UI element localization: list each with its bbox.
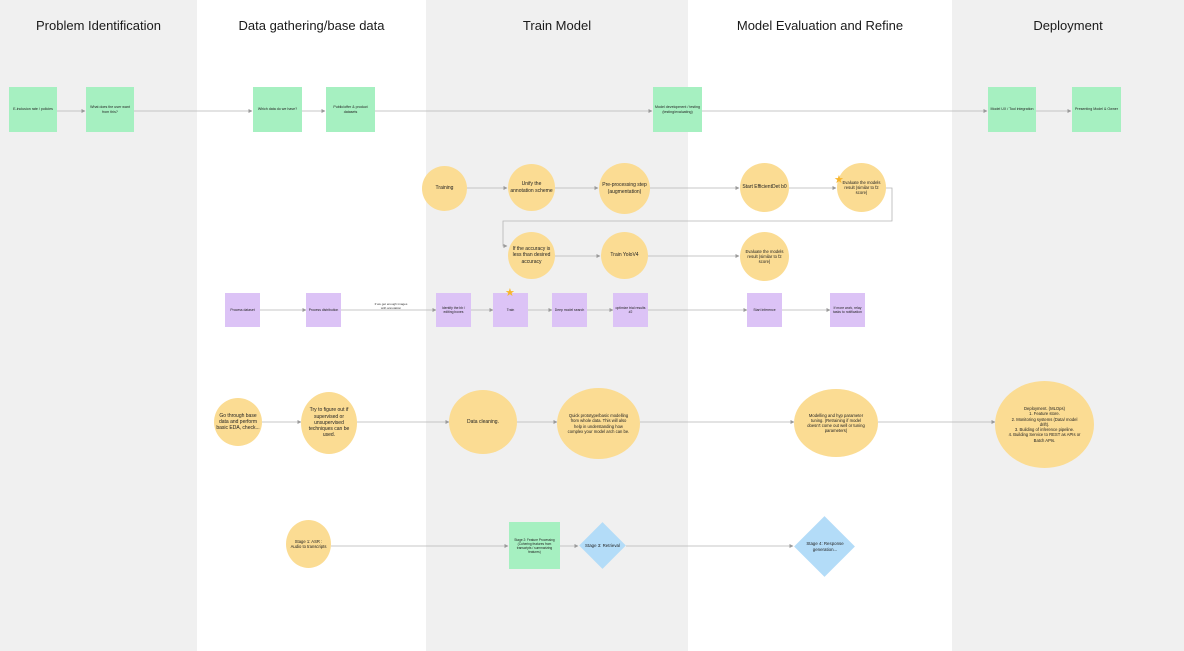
node-start-inference[interactable]: Start Inference [747,293,782,327]
column-title: Train Model [522,18,592,33]
node-start-efficientdet[interactable]: Start EfficientDet b0 [740,163,789,212]
node-process-distribution[interactable]: Process distribution [306,293,341,327]
node-stage-4-response[interactable]: Stage 4: Response generation... [794,516,856,577]
node-optimize-trial[interactable]: optimize trial results #2 [613,293,648,327]
node-tool-integration[interactable]: Model UX / Tool integration [988,87,1036,132]
deployment-item: 4. Building Service to REST as APIs or B… [1008,432,1081,443]
node-accuracy-check[interactable]: If the accuracy is less than desired acc… [508,232,555,279]
node-relay-tasks[interactable]: If more work, relay tasks to notificatio… [830,293,865,327]
node-user-want[interactable]: What does the user want from this? [86,87,134,132]
node-unify-annotation[interactable]: Unify the annotation scheme [508,164,555,211]
node-identify-bb[interactable]: Identify the bb / editing boxes [436,293,471,327]
node-deep-model-search[interactable]: Deep model search [552,293,587,327]
deployment-title: Deployment. (MLOps) [1024,406,1065,412]
deployment-item: 3. Building of inference pipeline. [1014,427,1075,433]
node-train-yolo[interactable]: Train YoloV4 [601,232,648,279]
node-which-data[interactable]: Which data do we have? [253,87,302,132]
column-title: Model Evaluation and Refine [736,18,904,33]
node-quick-prototype[interactable]: Quick prototype/basic modelling from who… [557,388,640,459]
node-figure-out-technique[interactable]: Try to figure out if supervised or unsup… [301,392,357,454]
node-preprocessing[interactable]: Pre-processing step (augmentation) [599,163,650,214]
node-modelling-tuning[interactable]: Modelling and hyp parameter tuning. (Ret… [794,389,878,457]
deployment-item: 1. Feature store. [1029,411,1060,417]
node-evaluate-result-2[interactable]: Evaluate the models result (similar to f… [740,232,789,281]
node-model-development[interactable]: Model development / testing (testing/eva… [653,87,702,132]
column-title: Data gathering/base data [238,18,385,33]
edge-note: If we get enough images with annotation [374,302,408,310]
node-e-inclusion[interactable]: E-inclusion rate / policies [9,87,57,132]
node-presenting-model[interactable]: Presenting Model & Owner [1072,87,1121,132]
column-deployment: Deployment [952,0,1184,651]
node-stage-2-features[interactable]: Stage 2: Feature Processing (Cohering fe… [509,522,560,569]
column-title: Problem Identification [35,18,161,33]
node-evaluate-result-1[interactable]: Evaluate the models result (similar to f… [837,163,886,212]
node-stage-3-retrieval[interactable]: Stage 3: Retrieval [579,522,626,569]
stage-4-label: Stage 4: Response generation... [806,541,844,552]
node-go-through-data[interactable]: Go through base data and perform basic E… [214,398,262,446]
column-title: Deployment [1033,18,1103,33]
deployment-item: 2. Monitoring systems (Data/ model drift… [1011,416,1078,427]
node-deployment-mlops[interactable]: Deployment. (MLOps) 1. Feature store. 2.… [995,381,1094,468]
star-icon: ★ [505,287,515,299]
node-datasets[interactable]: Public/offer & product datasets [326,87,375,132]
node-data-cleaning[interactable]: Data cleaning. [449,390,517,454]
node-process-dataset[interactable]: Process dataset [225,293,260,327]
node-training[interactable]: Training [422,166,467,211]
node-stage-1-asr[interactable]: Stage 1: ASR : Audio to transcripts [286,520,331,568]
stage-3-label: Stage 3: Retrieval [585,542,620,548]
star-icon: ★ [834,174,844,186]
node-train[interactable]: Train [493,293,528,327]
